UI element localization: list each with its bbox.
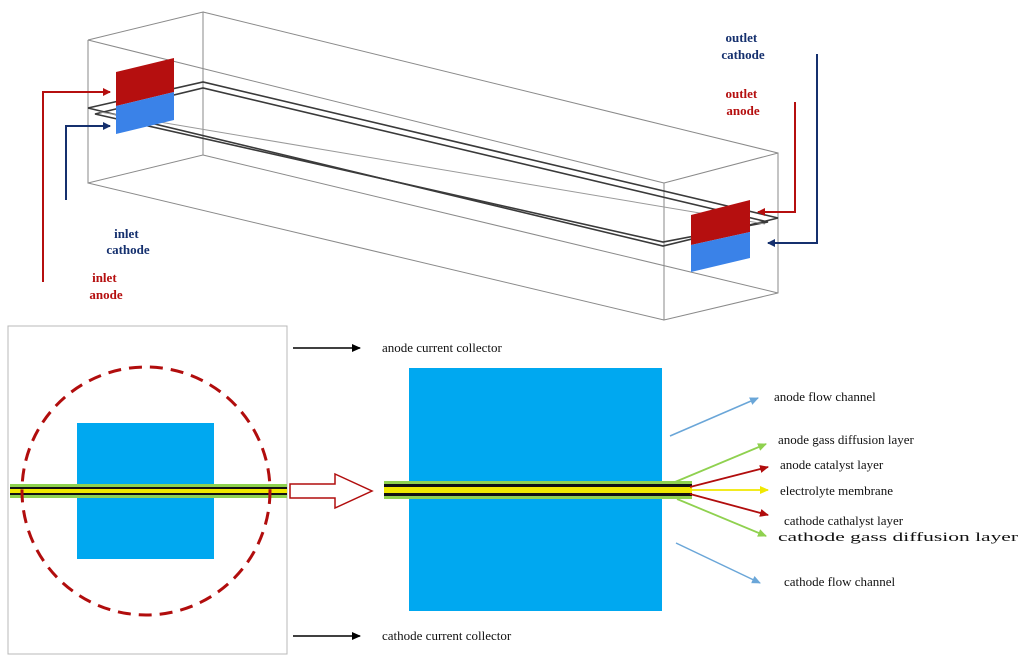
cathode-flow-channel-block xyxy=(409,496,662,611)
detailed-layer-strip xyxy=(384,481,692,499)
outlet-cathode-plate xyxy=(691,232,750,272)
cathode-current-collector-label: cathode current collector xyxy=(382,628,512,643)
inlet-cathode-plate xyxy=(116,92,174,134)
anode-flow-channel-block xyxy=(409,368,662,485)
cathode-gdl-label: cathode gass diffusion layer xyxy=(778,529,1019,544)
cathode-flow-channel-label: cathode flow channel xyxy=(784,574,896,589)
cathode-flow-channel-arrow xyxy=(675,542,761,584)
anode-current-collector-label: anode current collector xyxy=(382,340,502,355)
cathode-gdl-arrow xyxy=(676,498,767,537)
cathode-catalyst-arrow xyxy=(689,493,769,517)
detailed-cross-section: anode current collector cathode current … xyxy=(293,340,1019,643)
outlet-anode-plate xyxy=(691,200,750,245)
outlet-cathode-arrow xyxy=(767,54,818,247)
anode-flow-channel-arrow xyxy=(669,397,759,437)
domain-box-outline xyxy=(87,11,779,321)
anode-flow-channel-label: anode flow channel xyxy=(774,389,876,404)
membrane-label: electrolyte membrane xyxy=(780,483,893,498)
cross-section-overview xyxy=(7,325,288,655)
outlet-anode-arrow xyxy=(757,102,796,216)
zoom-circle xyxy=(20,365,272,617)
zoom-arrow xyxy=(289,472,374,510)
cathode-catalyst-label: cathode cathalyst layer xyxy=(784,513,904,528)
channel-frame xyxy=(87,81,779,247)
anode-gdl-label: anode gass diffusion layer xyxy=(778,432,915,447)
inlet-anode-arrow xyxy=(42,88,111,282)
inlet-anode-plate xyxy=(116,58,174,106)
anode-catalyst-arrow xyxy=(689,465,769,488)
isometric-channel-view: inlet cathode inlet anode outlet cathode… xyxy=(42,11,818,321)
membrane-centerline xyxy=(99,111,766,225)
inlet-cathode-label: inlet cathode xyxy=(106,226,150,257)
outlet-anode-label: outlet anode xyxy=(725,86,760,118)
anode-catalyst-label: anode catalyst layer xyxy=(780,457,884,472)
inlet-anode-label: inlet anode xyxy=(89,270,122,302)
inlet-cathode-arrow xyxy=(65,122,111,200)
anode-gdl-arrow xyxy=(674,443,767,483)
small-layer-strip xyxy=(10,484,287,498)
outlet-cathode-label: outlet cathode xyxy=(721,30,765,62)
